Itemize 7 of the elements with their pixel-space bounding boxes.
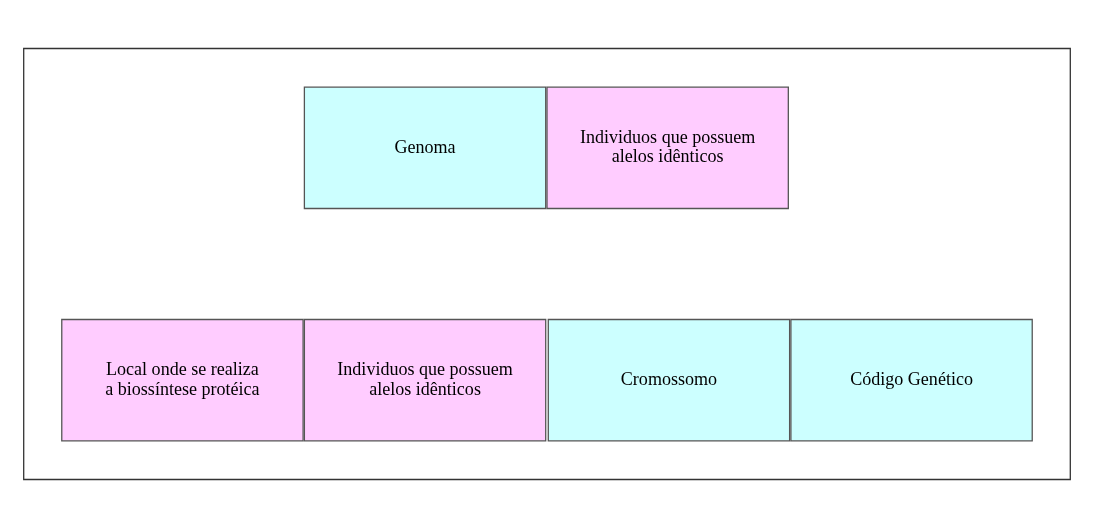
node-box: Individuos que possuem alelos idênticos: [546, 86, 789, 209]
node-box: Local onde se realiza a biossíntese protéica: [61, 318, 304, 441]
cluster: [23, 47, 1071, 480]
node-box: Individuos que possuem alelos idênticos: [303, 318, 547, 441]
node-box: Cromossomo: [547, 318, 791, 441]
node-box: Genoma: [303, 86, 547, 209]
node-box: Código Genético: [790, 318, 1033, 441]
